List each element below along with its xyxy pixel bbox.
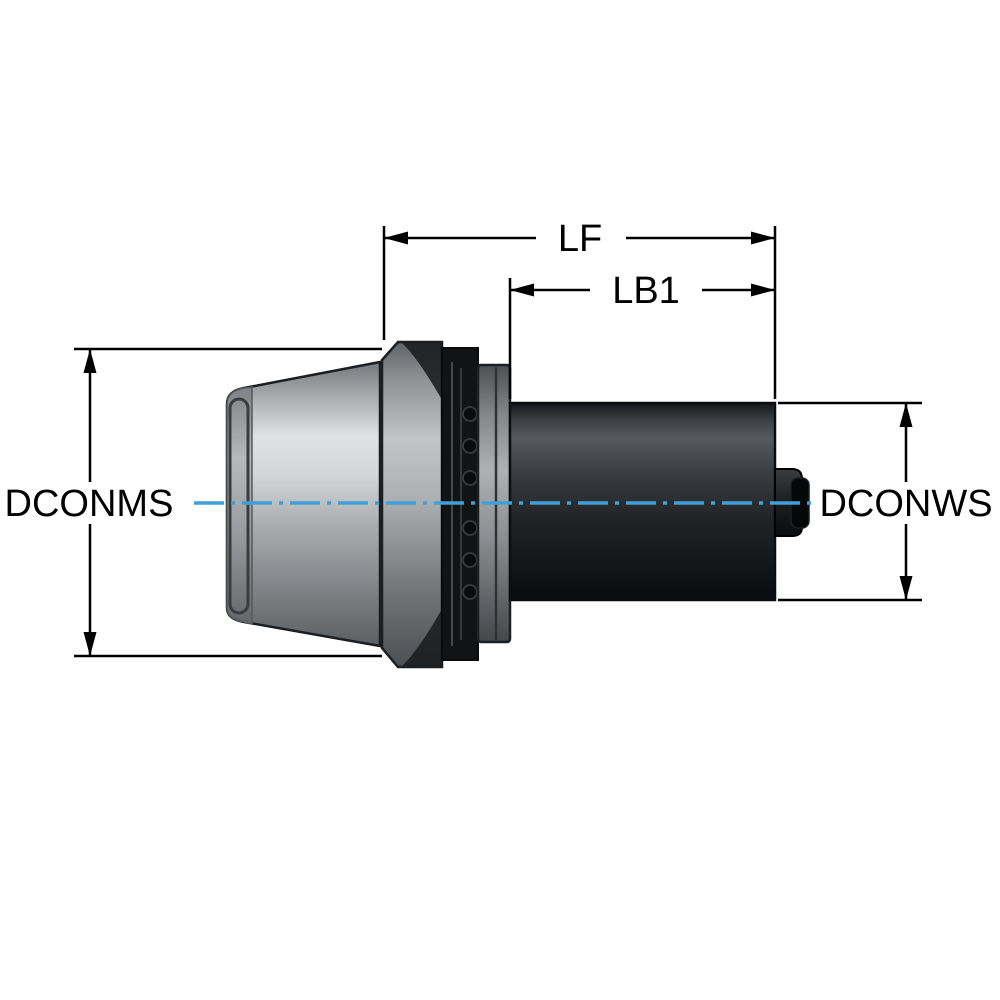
groove-hole [462,552,478,568]
groove-hole [462,438,478,454]
lf-dimension-label: LF [558,218,602,260]
shank-end-face [226,386,253,625]
lb1-label-bg [590,270,702,310]
dconms-dimension-label: DCONMS [5,483,174,525]
dconms-arrow-bottom [83,632,97,656]
lb1-arrow-right [751,283,775,297]
lb1-dimension: LB1 [508,270,775,399]
flange-groove-shadow-top [402,343,442,400]
dconws-arrow-bottom [899,576,913,600]
dconms-arrow-top [83,349,97,373]
dconws-label-bg [813,482,1000,524]
lf-label-bg [536,218,626,258]
dconms-label-bg [0,482,180,524]
dconws-dimension: DCONWS [778,401,1000,602]
dconws-arrow-top [899,403,913,427]
dconms-dimension: DCONMS [0,347,382,658]
groove-hole [462,406,478,422]
groove-hole [462,584,478,600]
groove-hole [462,520,478,536]
lf-arrow-right [751,231,775,245]
lb1-arrow-left [510,283,534,297]
groove-hole [462,470,478,486]
lf-arrow-left [384,231,408,245]
lb1-dimension-label: LB1 [612,270,680,312]
dconws-dimension-label: DCONWS [819,483,992,525]
flange-groove-shadow-bottom [402,609,442,666]
shank-bore-outline [228,397,250,615]
lf-dimension: LF [382,218,777,399]
